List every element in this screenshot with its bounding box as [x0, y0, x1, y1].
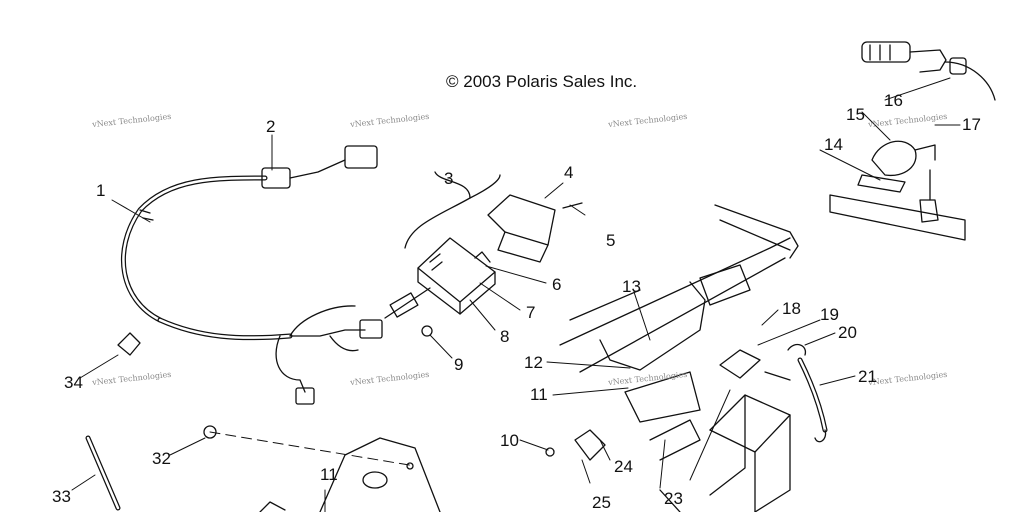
callout-7: 7	[526, 303, 536, 322]
callout-25: 25	[592, 493, 611, 512]
callout-19: 19	[820, 305, 839, 324]
callout-23: 23	[664, 489, 683, 508]
callout-5: 5	[606, 231, 616, 250]
callout-2: 2	[266, 117, 276, 136]
copyright-notice: © 2003 Polaris Sales Inc.	[446, 72, 638, 91]
callout-21: 21	[858, 367, 877, 386]
callout-9: 9	[454, 355, 464, 374]
cable-tie-drawing	[85, 435, 121, 511]
wiring-harness-drawing	[120, 145, 383, 405]
callout-10: 10	[500, 431, 519, 450]
lower-bracket-drawing	[209, 431, 441, 512]
callout-11: 11	[320, 465, 338, 484]
callout-16: 16	[884, 91, 903, 110]
frame-drawing	[559, 204, 799, 512]
callout-32: 32	[152, 449, 171, 468]
horn-drawing	[829, 140, 966, 241]
callout-1: 1	[96, 181, 106, 200]
grommet-drawing	[203, 425, 217, 439]
callout-8: 8	[500, 327, 510, 346]
tail-light-drawing	[384, 171, 583, 337]
battery-strap-drawing	[787, 343, 828, 443]
callout-6: 6	[552, 275, 562, 294]
callout-34: 34	[64, 373, 83, 392]
callout-11: 11	[530, 385, 548, 404]
callout-14: 14	[824, 135, 843, 154]
nut-drawing	[545, 447, 555, 457]
switch-handlebar-drawing	[861, 41, 996, 101]
callout-18: 18	[782, 299, 801, 318]
clip-drawing	[117, 332, 141, 356]
callout-13: 13	[622, 277, 641, 296]
callout-33: 33	[52, 487, 71, 506]
callout-24: 24	[614, 457, 633, 476]
battery-drawing	[709, 349, 791, 512]
callout-17: 17	[962, 115, 981, 134]
callout-12: 12	[524, 353, 543, 372]
callout-15: 15	[846, 105, 865, 124]
leader-lines	[71, 77, 961, 512]
callout-4: 4	[564, 163, 574, 182]
relay-bracket-drawing	[574, 429, 606, 461]
callout-20: 20	[838, 323, 857, 342]
callout-3: 3	[444, 169, 454, 188]
